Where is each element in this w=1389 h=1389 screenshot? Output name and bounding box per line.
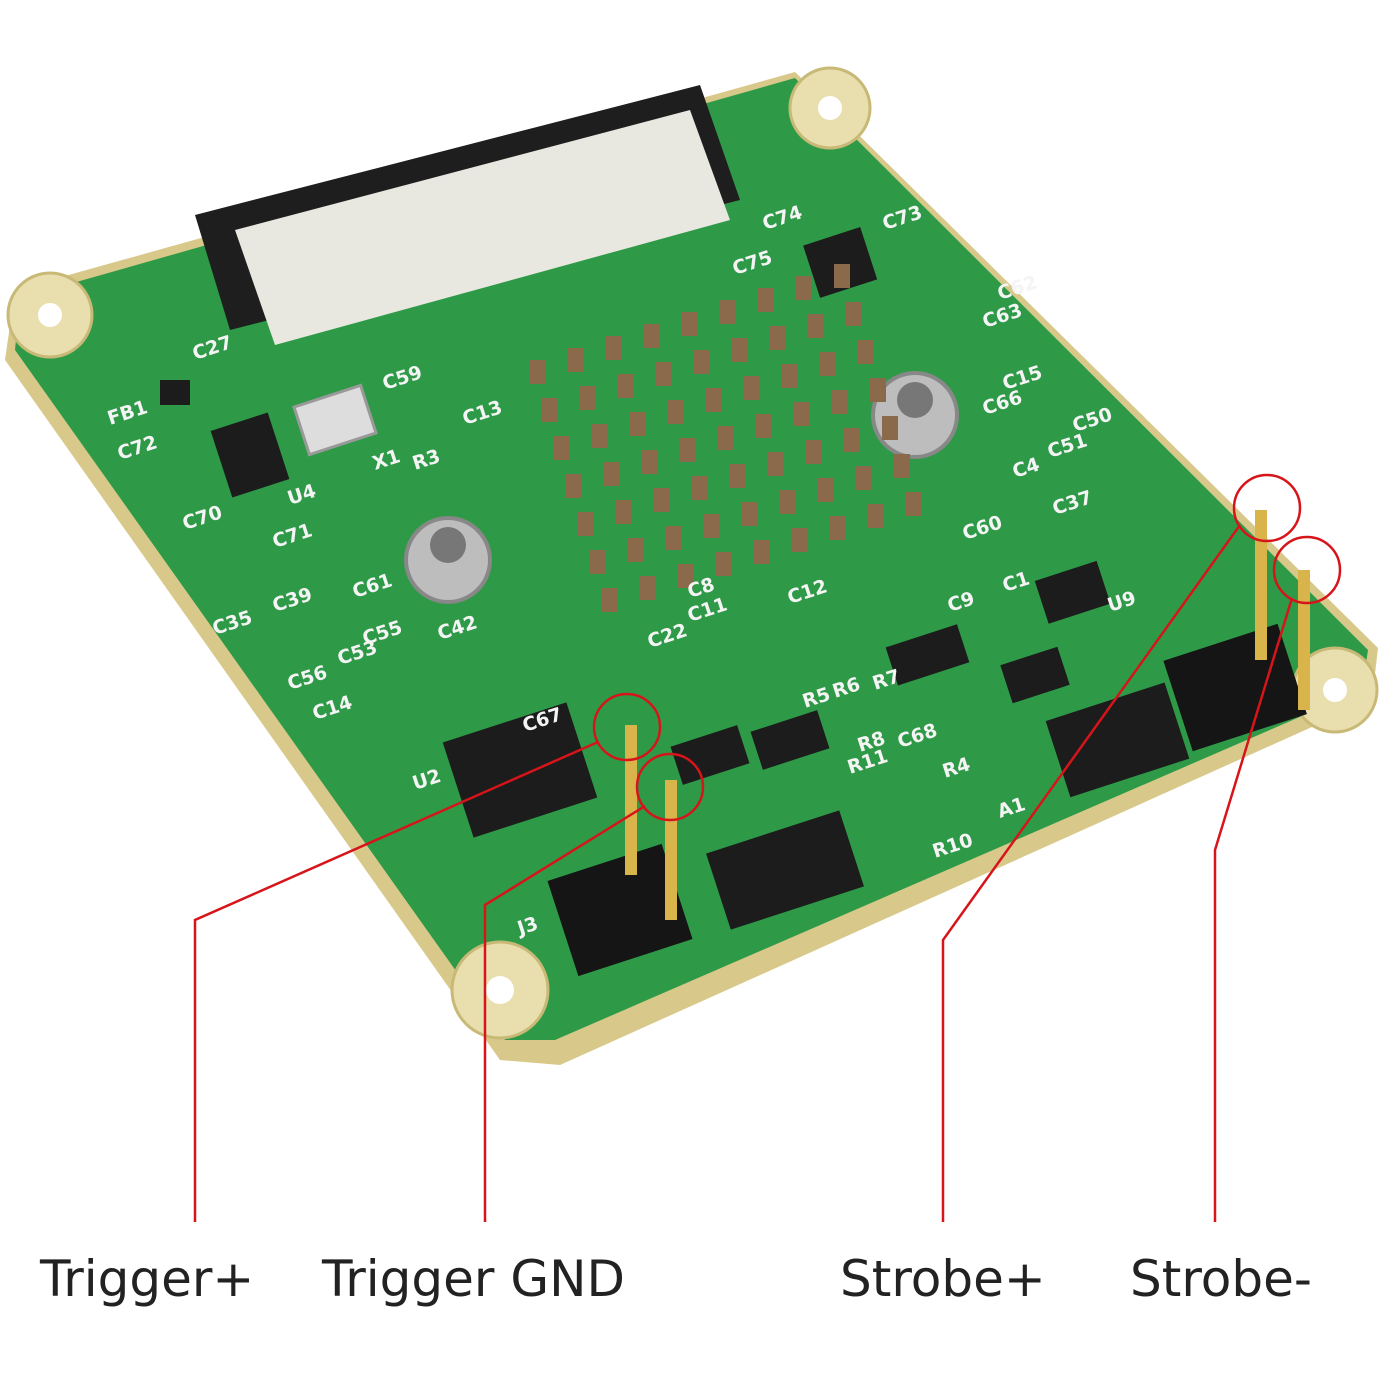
label-strobe-plus: Strobe+ bbox=[840, 1250, 1046, 1308]
smd-component bbox=[894, 454, 910, 478]
smd-component bbox=[744, 376, 760, 400]
smd-component bbox=[640, 576, 656, 600]
smd-component bbox=[868, 504, 884, 528]
leader-strobe-minus bbox=[1213, 597, 1294, 1222]
mounting-hole-centers bbox=[38, 96, 1347, 1004]
smd-component bbox=[630, 412, 646, 436]
smd-component bbox=[642, 450, 658, 474]
smd-component bbox=[732, 338, 748, 362]
smd-component bbox=[566, 474, 582, 498]
smd-component bbox=[720, 300, 736, 324]
smd-component bbox=[794, 402, 810, 426]
smd-component bbox=[818, 478, 834, 502]
smd-component bbox=[844, 428, 860, 452]
smd-component bbox=[758, 288, 774, 312]
smd-component bbox=[678, 564, 694, 588]
smd-component bbox=[858, 340, 874, 364]
smd-component bbox=[628, 538, 644, 562]
smd-component bbox=[680, 438, 696, 462]
smd-component bbox=[770, 326, 786, 350]
label-strobe-minus: Strobe- bbox=[1130, 1250, 1312, 1308]
smd-component bbox=[820, 352, 836, 376]
smd-component bbox=[882, 416, 898, 440]
smd-component bbox=[806, 440, 822, 464]
callout-circle-trigger-plus bbox=[592, 692, 662, 762]
smd-component bbox=[756, 414, 772, 438]
label-trigger-gnd: Trigger GND bbox=[322, 1250, 625, 1308]
smd-component bbox=[530, 360, 546, 384]
smd-component bbox=[654, 488, 670, 512]
smd-component bbox=[870, 378, 886, 402]
smd-component bbox=[580, 386, 596, 410]
smd-component bbox=[578, 512, 594, 536]
ic-chips bbox=[160, 227, 1190, 930]
smd-component bbox=[692, 476, 708, 500]
crystal-x1 bbox=[292, 383, 378, 457]
callout-circle-strobe-plus bbox=[1232, 473, 1302, 543]
smd-component bbox=[602, 588, 618, 612]
smd-component bbox=[796, 276, 812, 300]
smd-component bbox=[830, 516, 846, 540]
smd-component bbox=[808, 314, 824, 338]
smd-component bbox=[742, 502, 758, 526]
smd-component bbox=[604, 462, 620, 486]
smd-component bbox=[606, 336, 622, 360]
smd-component bbox=[834, 264, 850, 288]
smd-component bbox=[832, 390, 848, 414]
smd-component bbox=[618, 374, 634, 398]
pin-headers bbox=[547, 510, 1310, 977]
smd-component bbox=[792, 528, 808, 552]
smd-component bbox=[846, 302, 862, 326]
smd-component bbox=[718, 426, 734, 450]
smd-component bbox=[782, 364, 798, 388]
smd-component bbox=[906, 492, 922, 516]
label-trigger-plus: Trigger+ bbox=[40, 1250, 255, 1308]
leader-trigger-plus bbox=[193, 740, 599, 1222]
smd-component bbox=[716, 552, 732, 576]
smd-component bbox=[730, 464, 746, 488]
smd-component bbox=[592, 424, 608, 448]
smd-component bbox=[590, 550, 606, 574]
smd-component bbox=[768, 452, 784, 476]
smd-component bbox=[704, 514, 720, 538]
smd-component bbox=[616, 500, 632, 524]
passive-components bbox=[530, 264, 922, 612]
smd-component bbox=[706, 388, 722, 412]
smd-component bbox=[542, 398, 558, 422]
smd-component bbox=[568, 348, 584, 372]
fpc-connector bbox=[195, 85, 740, 345]
leader-trigger-gnd bbox=[483, 804, 646, 1222]
leader-strobe-plus bbox=[941, 524, 1242, 1222]
smd-component bbox=[856, 466, 872, 490]
callout-circle-strobe-minus bbox=[1272, 535, 1342, 605]
smd-component bbox=[644, 324, 660, 348]
smd-component bbox=[694, 350, 710, 374]
smd-component bbox=[666, 526, 682, 550]
smd-component bbox=[682, 312, 698, 336]
smd-component bbox=[668, 400, 684, 424]
smd-component bbox=[754, 540, 770, 564]
callout-lines bbox=[193, 473, 1342, 1222]
callout-circle-trigger-gnd bbox=[635, 752, 705, 822]
smd-component bbox=[780, 490, 796, 514]
smd-component bbox=[656, 362, 672, 386]
smd-component bbox=[554, 436, 570, 460]
